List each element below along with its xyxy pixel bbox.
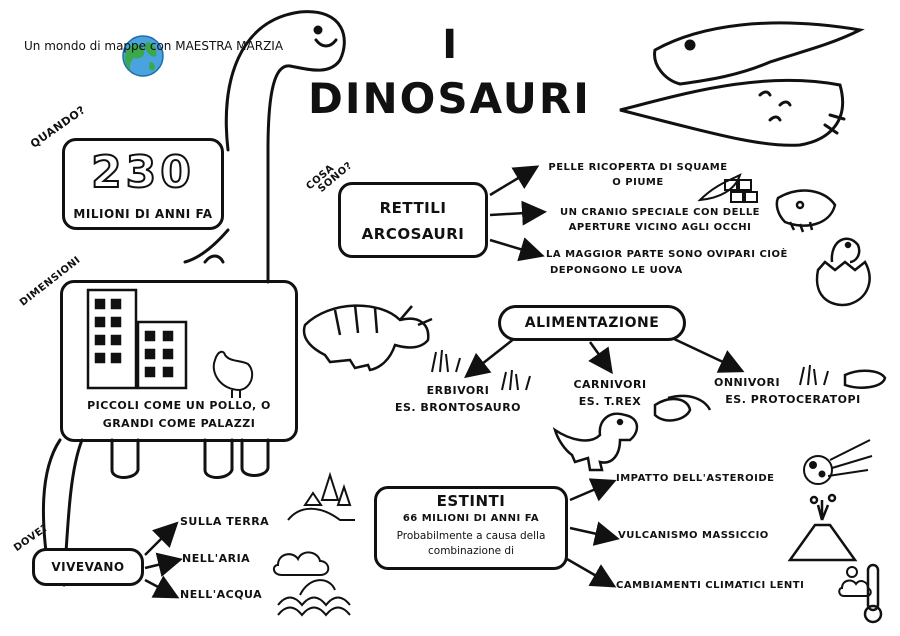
where-box-label: VIVEVANO xyxy=(51,560,125,574)
food-item-herbivores-name: ERBIVORI xyxy=(426,384,490,397)
food-item-herbivores-example: ES. BRONTOSAURO xyxy=(394,401,522,414)
wave-icon xyxy=(277,579,351,617)
brand-text: Un mondo di mappe con MAESTRA MARZIA xyxy=(24,39,284,53)
what-item-2: UN CRANIO SPECIALE CON DELLE APERTURE VI… xyxy=(544,205,776,235)
grass-icon xyxy=(431,349,829,391)
hen-icon xyxy=(212,350,254,398)
asteroid-icon xyxy=(803,439,873,485)
triceratops-icon xyxy=(302,304,433,372)
what-item-2-line1: UN CRANIO SPECIALE CON DELLE xyxy=(559,207,761,218)
cloud-icon xyxy=(272,551,330,576)
extinct-title: ESTINTI xyxy=(436,492,506,510)
food-item-omnivores-name: ONNIVORI xyxy=(714,376,781,389)
food-item-carnivores: CARNIVORI ES. T.REX xyxy=(560,376,660,410)
skull-icon xyxy=(775,189,837,233)
food-title: ALIMENTAZIONE xyxy=(524,315,660,331)
food-item-omnivores: ONNIVORI ES. PROTOCERATOPI xyxy=(708,374,878,408)
scales-icon xyxy=(724,179,758,203)
what-item-1-line2: O PIUME xyxy=(612,177,664,188)
where-item-air: NELL'ARIA xyxy=(182,552,251,565)
title-line1: I xyxy=(442,22,458,68)
pterodactyl-icon xyxy=(619,21,865,147)
size-label-line1: PICCOLI COME UN POLLO, O xyxy=(87,399,271,412)
feather-icon xyxy=(697,173,742,202)
what-item-1: PELLE RICOPERTA DI SQUAME O PIUME xyxy=(538,160,738,190)
extinct-cause-asteroid: IMPATTO DELL'ASTEROIDE xyxy=(616,473,775,484)
where-box: VIVEVANO xyxy=(32,548,144,586)
size-box: PICCOLI COME UN POLLO, O GRANDI COME PAL… xyxy=(60,280,298,442)
where-item-land: SULLA TERRA xyxy=(180,515,270,528)
when-number: 230 xyxy=(90,146,195,199)
what-item-2-line2: APERTURE VICINO AGLI OCCHI xyxy=(568,222,752,233)
when-label: MILIONI DI ANNI FA xyxy=(73,207,213,221)
when-box: 230 MILIONI DI ANNI FA xyxy=(62,138,224,230)
what-item-1-line1: PELLE RICOPERTA DI SQUAME xyxy=(548,162,728,173)
weather-cloud-icon xyxy=(838,566,872,597)
what-box: RETTILI ARCOSAURI xyxy=(338,182,488,258)
trex-icon xyxy=(552,412,639,472)
egg-icon xyxy=(815,237,871,307)
food-item-carnivores-example: ES. T.REX xyxy=(578,395,642,408)
extinct-text-line2: combinazione di xyxy=(428,545,514,557)
extinct-text-line1: Probabilmente a causa della xyxy=(396,530,546,542)
what-item-3-line2: DEPONGONO LE UOVA xyxy=(550,265,683,276)
extinct-subtitle: 66 MILIONI DI ANNI FA xyxy=(402,513,540,524)
globe-icon xyxy=(122,35,164,77)
thermometer-icon xyxy=(863,563,883,624)
what-box-line2: ARCOSAURI xyxy=(361,225,465,243)
extinct-box: ESTINTI 66 MILIONI DI ANNI FA Probabilme… xyxy=(374,486,568,570)
food-box: ALIMENTAZIONE xyxy=(498,305,686,341)
meat-icon xyxy=(653,369,887,422)
what-item-3: LA MAGGIOR PARTE SONO OVIPARI CIOÈ DEPON… xyxy=(546,247,816,279)
extinct-cause-volcanism: VULCANISMO MASSICCIO xyxy=(618,530,769,541)
food-item-omnivores-example: ES. PROTOCERATOPI xyxy=(725,393,861,406)
volcano-icon xyxy=(787,493,858,562)
what-box-line1: RETTILI xyxy=(379,199,447,217)
buildings-icon xyxy=(86,288,188,390)
land-trees-icon xyxy=(287,471,355,521)
size-label-line2: GRANDI COME PALAZZI xyxy=(102,417,256,430)
page-title: DINOSAURI xyxy=(308,74,591,123)
food-item-herbivores: ERBIVORI ES. BRONTOSAURO xyxy=(378,382,538,416)
extinct-cause-climate: CAMBIAMENTI CLIMATICI LENTI xyxy=(616,580,805,591)
what-item-3-line1: LA MAGGIOR PARTE SONO OVIPARI CIOÈ xyxy=(546,249,788,260)
where-item-water: NELL'ACQUA xyxy=(180,588,263,601)
food-item-carnivores-name: CARNIVORI xyxy=(573,378,647,391)
